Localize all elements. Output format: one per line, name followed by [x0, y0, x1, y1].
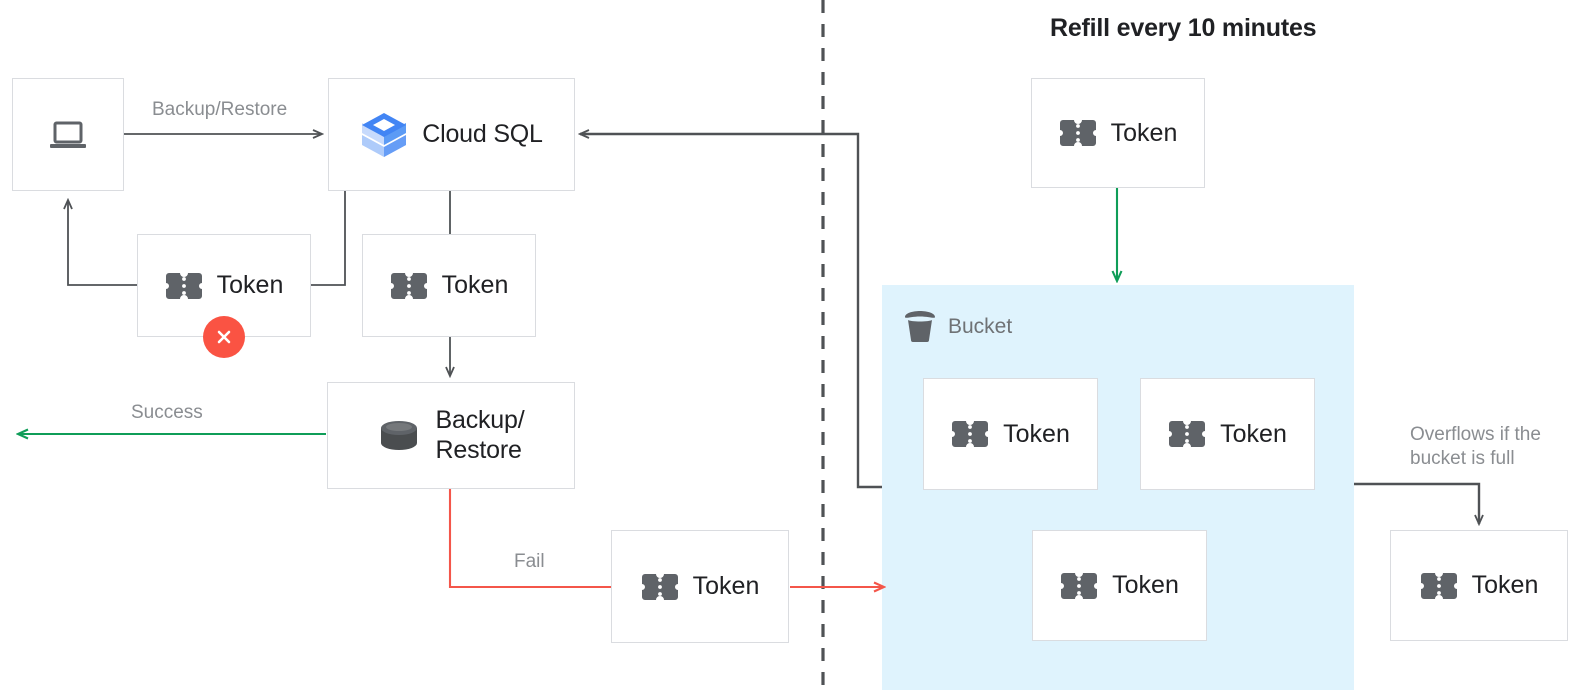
node-token-fail[interactable]: Token: [611, 530, 789, 643]
node-backup-restore[interactable]: Backup/ Restore: [327, 382, 575, 489]
token-icon: [1059, 117, 1097, 149]
node-token-bucket-2-label: Token: [1220, 419, 1287, 448]
token-icon: [165, 270, 203, 302]
node-token-overflow-label: Token: [1471, 571, 1539, 599]
node-token-overflow[interactable]: Token: [1390, 530, 1568, 641]
node-token-cloudsql[interactable]: Token: [362, 234, 536, 337]
node-cloud-sql[interactable]: Cloud SQL: [328, 78, 575, 191]
edge-label-overflow: Overflows if the bucket is full: [1410, 424, 1541, 469]
node-token-bucket-2[interactable]: Token: [1140, 378, 1315, 490]
node-backup-restore-label: Backup/ Restore: [435, 406, 525, 464]
database-icon: [378, 418, 420, 454]
token-icon: [1060, 570, 1098, 602]
token-icon: [390, 270, 428, 302]
edge-label-fail: Fail: [514, 551, 545, 572]
token-icon: [1420, 570, 1458, 602]
token-icon: [1168, 418, 1206, 450]
close-icon: [217, 330, 231, 344]
cloud-sql-icon: [360, 107, 408, 163]
node-token-bucket-1[interactable]: Token: [923, 378, 1098, 490]
edge-label-backup-restore: Backup/Restore: [152, 99, 288, 120]
wire-cloudsql-to-token-client: [311, 191, 346, 286]
page-title: Refill every 10 minutes: [1050, 14, 1317, 42]
node-token-fail-label: Token: [692, 572, 760, 600]
wire-bucket-to-cloudsql: [580, 134, 882, 489]
node-cloud-sql-label: Cloud SQL: [422, 119, 543, 148]
bucket-title: Bucket: [903, 311, 1012, 343]
edge-label-success: Success: [131, 402, 203, 423]
wire-overflow: [1354, 482, 1479, 524]
node-token-cloudsql-label: Token: [441, 271, 509, 299]
node-client[interactable]: [12, 78, 124, 191]
bucket-icon: [903, 311, 937, 343]
node-token-bucket-3[interactable]: Token: [1032, 530, 1207, 641]
node-token-bucket-1-label: Token: [1003, 419, 1070, 448]
fail-x-badge: [203, 316, 245, 358]
wire-token-client-to-client: [68, 200, 137, 286]
node-token-client-label: Token: [216, 271, 284, 299]
token-icon: [641, 571, 679, 603]
node-token-bucket-3-label: Token: [1112, 571, 1179, 599]
token-icon: [951, 418, 989, 450]
node-token-refill-label: Token: [1110, 118, 1178, 147]
bucket-title-label: Bucket: [948, 315, 1013, 338]
laptop-icon: [48, 119, 88, 151]
node-token-refill[interactable]: Token: [1031, 78, 1205, 188]
